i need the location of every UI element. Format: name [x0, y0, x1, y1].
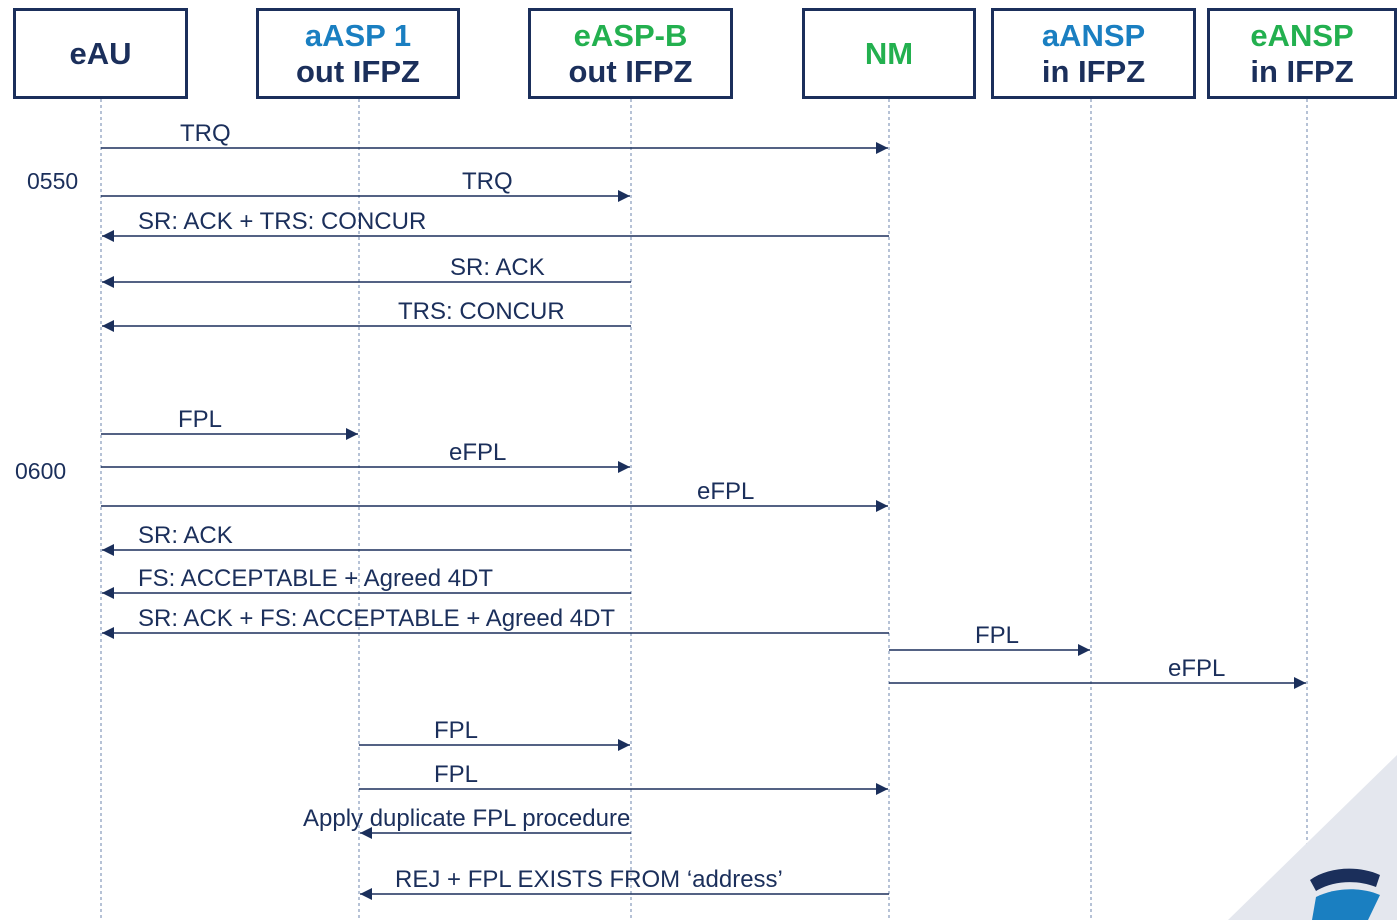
- message-label: Apply duplicate FPL procedure: [303, 805, 631, 832]
- actor-name: eAU: [69, 35, 132, 71]
- actor-scope: out IFPZ: [568, 53, 693, 89]
- message-label: REJ + FPL EXISTS FROM ‘address’: [395, 866, 783, 893]
- actor-name: eASP-B: [573, 17, 688, 53]
- message-label: TRQ: [462, 168, 513, 195]
- message-label: SR: ACK + TRS: CONCUR: [138, 208, 427, 235]
- actor-name: aANSP: [1041, 17, 1146, 53]
- message-label: eFPL: [697, 478, 755, 505]
- actor-eau: eAU: [13, 8, 188, 99]
- eurocontrol-logo: [1228, 755, 1397, 920]
- message-label: SR: ACK: [138, 522, 233, 549]
- message-label: FPL: [975, 622, 1020, 649]
- actor-name: NM: [864, 35, 914, 71]
- actor-nm: NM: [802, 8, 976, 99]
- message-label: FS: ACCEPTABLE + Agreed 4DT: [138, 565, 494, 592]
- message-label: eFPL: [1168, 655, 1226, 682]
- actor-name: eANSP: [1250, 17, 1354, 53]
- actor-scope: in IFPZ: [1250, 53, 1354, 89]
- message-label: TRQ: [180, 120, 231, 147]
- time-label-0550: 0550: [27, 168, 79, 194]
- message-label: TRS: CONCUR: [398, 298, 565, 325]
- actor-scope: in IFPZ: [1041, 53, 1146, 89]
- message-label: SR: ACK: [450, 254, 545, 281]
- message-label: FPL: [434, 761, 479, 788]
- actor-scope: out IFPZ: [296, 53, 420, 89]
- message-label: FPL: [178, 406, 223, 433]
- time-label-0600: 0600: [15, 458, 67, 484]
- actor-name: aASP 1: [304, 17, 412, 53]
- message-label: eFPL: [449, 439, 507, 466]
- message-label: FPL: [434, 717, 479, 744]
- message-label: SR: ACK + FS: ACCEPTABLE + Agreed 4DT: [138, 605, 616, 632]
